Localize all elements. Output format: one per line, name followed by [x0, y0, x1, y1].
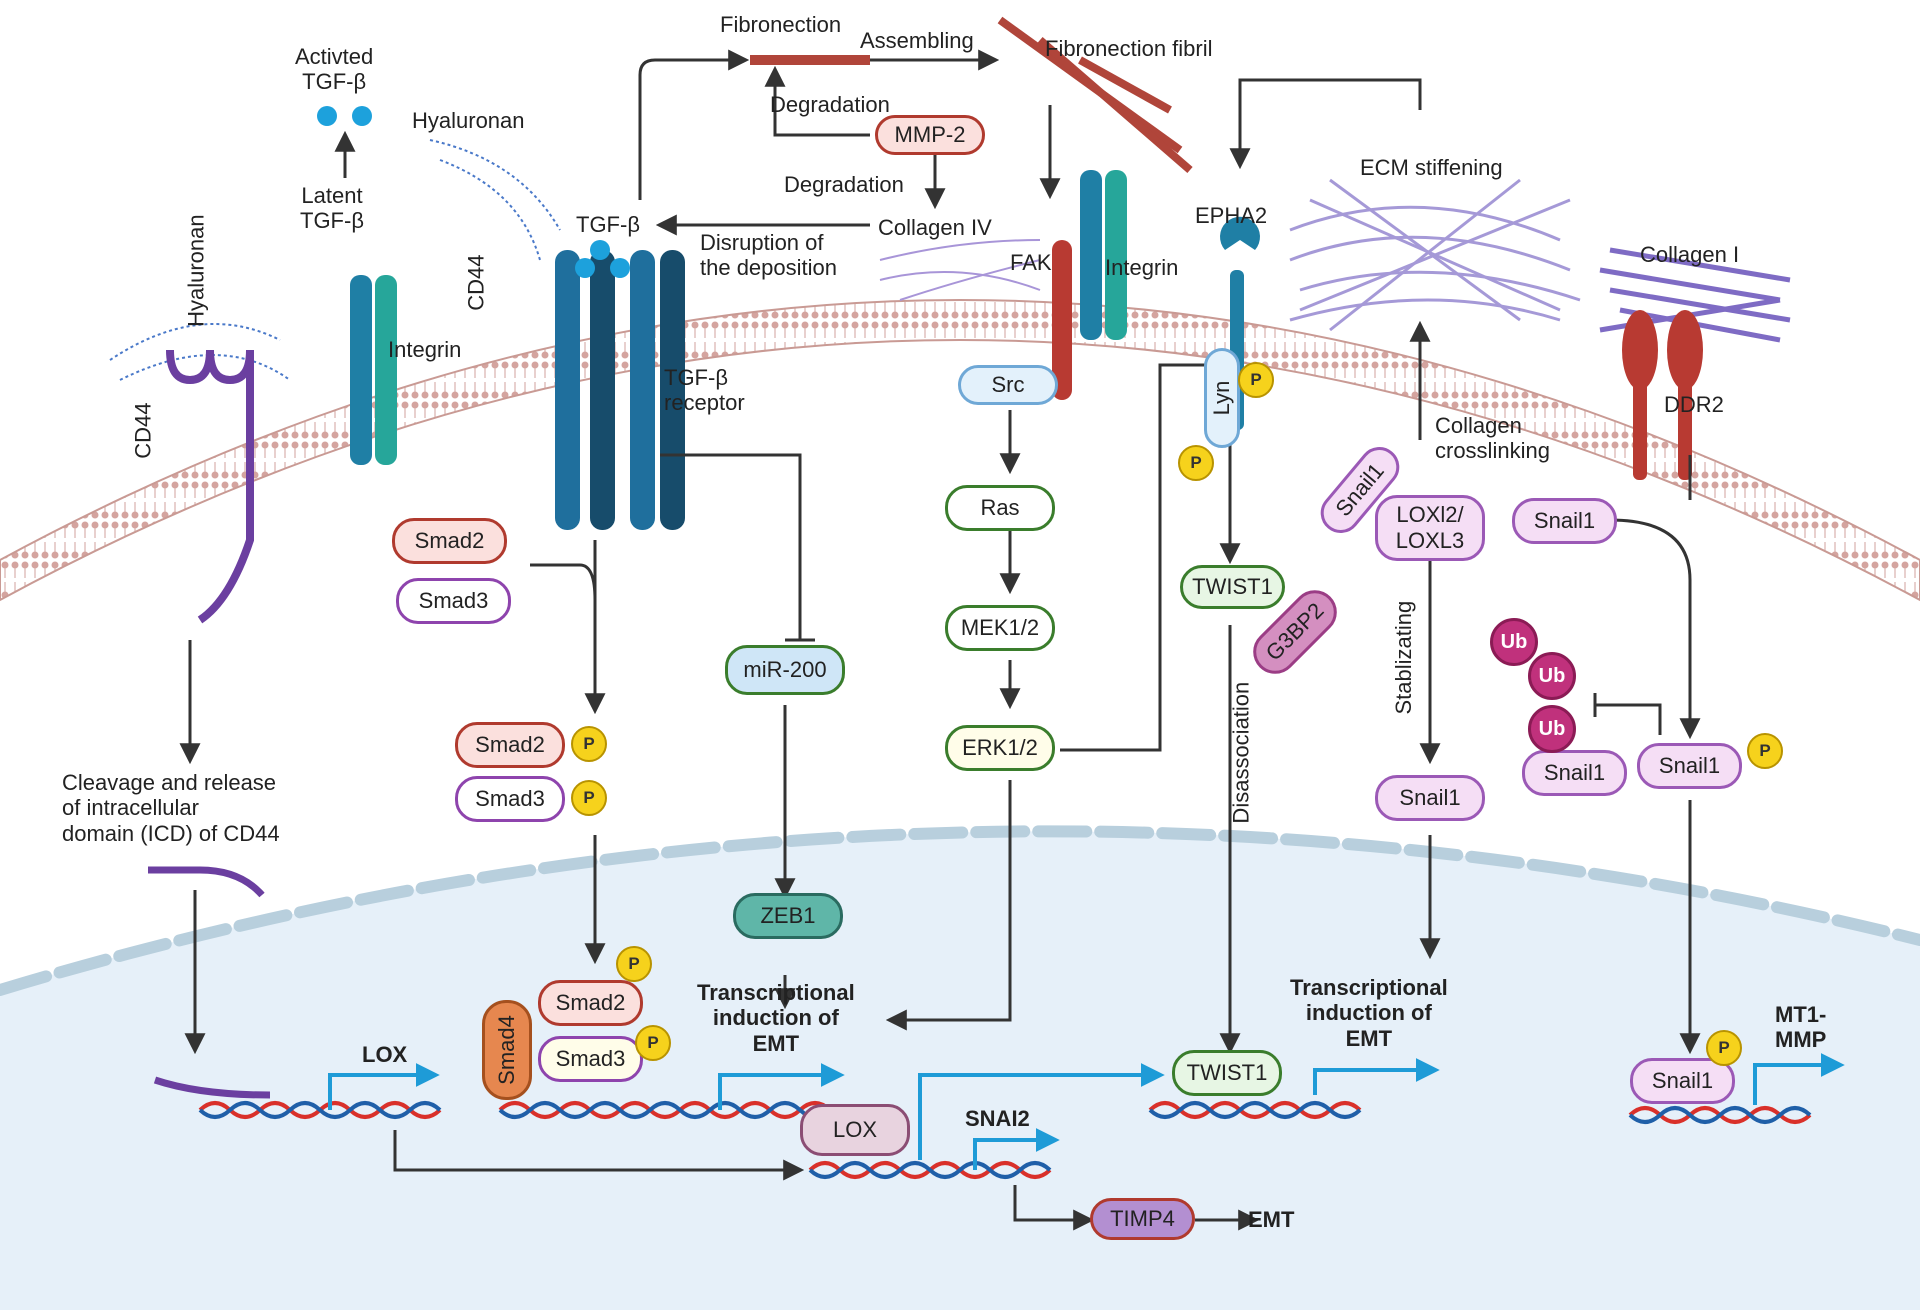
label-collagen-iv: Collagen IV	[878, 215, 992, 240]
arrows	[179, 49, 1701, 1231]
label-collagen-i: Collagen I	[1640, 242, 1740, 267]
phospho-badge: P	[635, 1025, 671, 1061]
ubiquitin: Ub	[1528, 652, 1576, 700]
label-tgfb: TGF-β	[576, 212, 640, 237]
fibronectin-fibril	[997, 16, 1193, 174]
nuclear-envelope	[0, 825, 1920, 996]
label-hyaluronan-left: Hyaluronan	[183, 214, 209, 327]
node-smad2-a: Smad2	[392, 518, 507, 564]
node-snail1-f: Snail1	[1630, 1058, 1735, 1104]
node-lox: LOX	[800, 1104, 910, 1156]
node-smad2-b: Smad2	[455, 722, 565, 768]
label-disruption: Disruption of the deposition	[700, 230, 837, 281]
label-integrin-right: Integrin	[1105, 255, 1179, 280]
node-smad4: Smad4	[482, 1000, 532, 1100]
label-latent-tgfb: Latent TGF-β	[300, 183, 364, 234]
node-mek: MEK1/2	[945, 605, 1055, 651]
tgfb-ligand	[575, 240, 630, 278]
node-smad3-a: Smad3	[396, 578, 511, 624]
phospho-badge: P	[1178, 445, 1214, 481]
node-zeb1: ZEB1	[733, 893, 843, 939]
phospho-badge: P	[571, 726, 607, 762]
node-smad2-c: Smad2	[538, 980, 643, 1026]
cd44-left	[166, 349, 254, 624]
phospho-badge: P	[571, 780, 607, 816]
phospho-badge: P	[616, 946, 652, 982]
node-snail1-d: Snail1	[1522, 750, 1627, 796]
tgfb-receptor	[555, 250, 685, 530]
label-fak: FAK	[1010, 250, 1052, 275]
label-fibronection: Fibronection	[720, 12, 842, 37]
node-snail1-b: Snail1	[1512, 498, 1617, 544]
node-mmp2: MMP-2	[875, 115, 985, 155]
label-emt-end: EMT	[1248, 1207, 1295, 1232]
label-transcriptional-1: Transcriptional induction of EMT	[697, 980, 855, 1056]
node-timp4: TIMP4	[1090, 1198, 1195, 1240]
label-epha2: EPHA2	[1195, 203, 1268, 228]
ubiquitin: Ub	[1528, 705, 1576, 753]
hyaluronan-strands	[109, 139, 561, 381]
label-ecm-stiffening: ECM stiffening	[1360, 155, 1503, 180]
label-ddr2: DDR2	[1664, 392, 1724, 417]
gene-arrows	[328, 1053, 1845, 1170]
label-assembling: Assembling	[860, 28, 974, 53]
label-degradation-1: Degradation	[770, 92, 890, 117]
label-activated-tgfb: Activted TGF-β	[295, 44, 374, 95]
label-tgfb-receptor: TGF-β receptor	[664, 365, 745, 416]
dna-helices	[198, 1101, 1812, 1179]
node-src: Src	[958, 365, 1058, 405]
node-ras: Ras	[945, 485, 1055, 531]
label-gene-mt1mmp: MT1- MMP	[1775, 1002, 1827, 1053]
cd44-icd	[148, 866, 265, 898]
node-loxl: LOXl2/ LOXL3	[1375, 495, 1485, 561]
node-lyn: Lyn	[1204, 348, 1240, 448]
node-erk: ERK1/2	[945, 725, 1055, 771]
label-disassociation: Disassociation	[1228, 681, 1254, 824]
ddr2-receptor	[1622, 310, 1703, 480]
node-twist1-a: TWIST1	[1180, 565, 1285, 609]
node-snail1-e: Snail1	[1637, 743, 1742, 789]
node-snail1-c: Snail1	[1375, 775, 1485, 821]
phospho-badge: P	[1238, 362, 1274, 398]
node-mir200: miR-200	[725, 645, 845, 695]
integrin-left	[350, 275, 397, 465]
label-gene-lox: LOX	[362, 1042, 408, 1067]
phospho-badge: P	[1706, 1030, 1742, 1066]
fak-integrin	[1052, 170, 1127, 400]
phospho-badge: P	[1747, 733, 1783, 769]
node-smad3-c: Smad3	[538, 1036, 643, 1082]
label-integrin-left: Integrin	[388, 337, 462, 362]
label-transcriptional-2: Transcriptional induction of EMT	[1290, 975, 1448, 1051]
cd44-icd-dna	[153, 1076, 271, 1099]
node-twist1-b: TWIST1	[1172, 1050, 1282, 1096]
label-cd44-mid: CD44	[463, 254, 489, 311]
node-smad4-label: Smad4	[494, 1015, 519, 1085]
label-degradation-2: Degradation	[784, 172, 904, 197]
label-gene-snai2: SNAI2	[965, 1106, 1030, 1131]
label-fibronection-fibril: Fibronection fibril	[1045, 36, 1213, 61]
label-cleavage: Cleavage and release of intracellular do…	[62, 770, 280, 846]
label-cd44-left: CD44	[130, 402, 156, 459]
label-collagen-crosslinking: Collagen crosslinking	[1435, 413, 1550, 464]
label-stablizating: Stablizating	[1391, 600, 1417, 715]
ecm-stiffening-mesh	[1289, 178, 1581, 332]
label-hyaluronan-top: Hyaluronan	[412, 108, 525, 133]
node-smad3-b: Smad3	[455, 776, 565, 822]
ubiquitin: Ub	[1490, 618, 1538, 666]
activated-tgfb	[317, 106, 372, 126]
collagen-iv-fibers	[879, 239, 1041, 301]
